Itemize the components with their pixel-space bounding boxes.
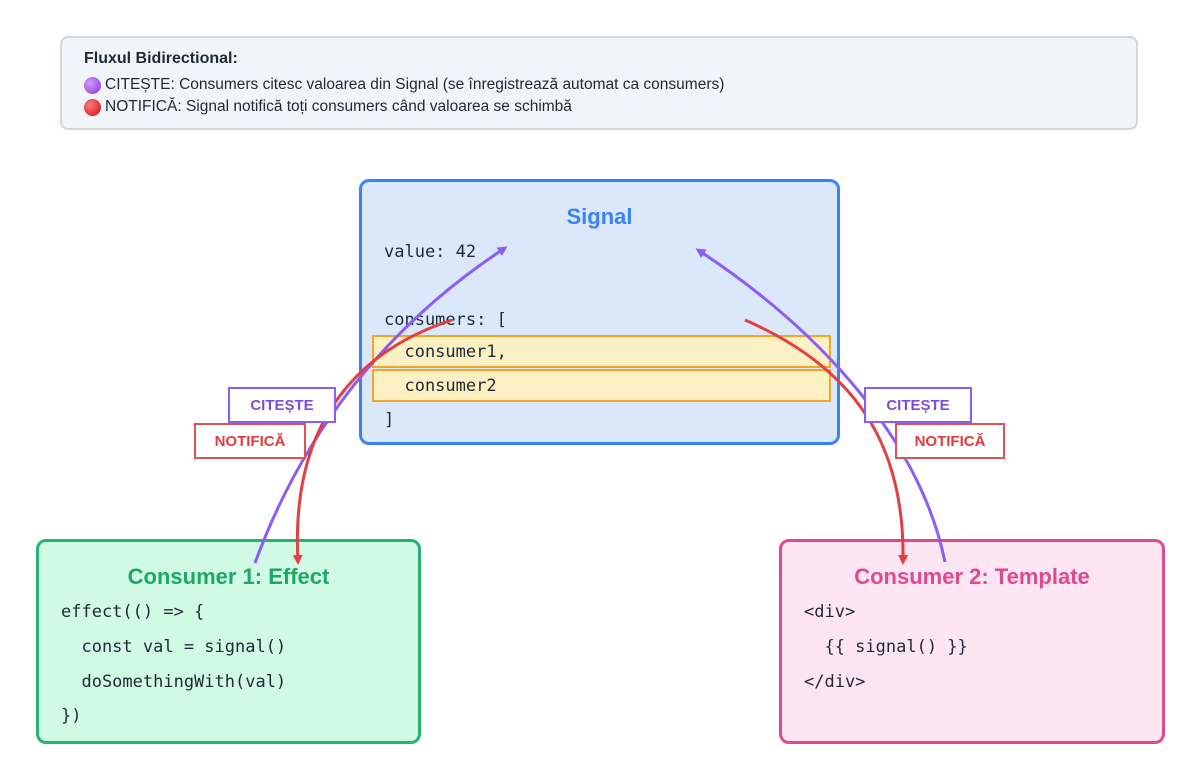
- consumer1-highlight: [372, 335, 831, 368]
- consumer1-code-line: effect(() => {: [61, 602, 205, 622]
- legend-notify-text: NOTIFICĂ: Signal notifică toți consumers…: [105, 98, 572, 115]
- legend-title: Fluxul Bidirectional:: [84, 50, 238, 67]
- signal-consumer2-entry: consumer2: [384, 376, 497, 396]
- legend-read-row: CITEȘTE: Consumers citesc valoarea din S…: [84, 74, 1114, 96]
- notify-arrow-consumer1: [292, 318, 453, 565]
- notify-label-left: NOTIFICĂ: [194, 423, 306, 459]
- consumer2-template-box: Consumer 2: Template <div> {{ signal() }…: [779, 539, 1165, 744]
- notify-arrow-consumer2: [744, 318, 909, 565]
- consumer2-title: Consumer 2: Template: [854, 564, 1090, 589]
- read-label-left: CITEȘTE: [228, 387, 336, 423]
- consumer1-code-line: doSomethingWith(val): [61, 672, 287, 692]
- signal-consumer1-entry: consumer1,: [384, 342, 507, 362]
- consumer1-title: Consumer 1: Effect: [127, 564, 330, 589]
- signal-title: Signal: [566, 204, 633, 229]
- signal-value: value: 42: [384, 242, 477, 262]
- consumer1-effect-box: Consumer 1: Effect effect(() => { const …: [36, 539, 421, 744]
- consumer2-code-line: {{ signal() }}: [804, 637, 968, 657]
- notify-label-right: NOTIFICĂ: [895, 423, 1005, 459]
- consumer2-code-line: </div>: [804, 672, 866, 692]
- read-arrow-consumer1: [253, 246, 508, 564]
- signal-box: Signal value: 42 consumers: [ consumer1,…: [359, 179, 840, 445]
- consumer1-code-line: const val = signal(): [61, 637, 287, 657]
- consumer2-highlight: [372, 369, 831, 402]
- purple-circle-icon: [84, 76, 101, 94]
- legend-read-text: CITEȘTE: Consumers citesc valoarea din S…: [105, 76, 725, 93]
- red-circle-icon: [84, 98, 101, 116]
- legend-notify-row: NOTIFICĂ: Signal notifică toți consumers…: [84, 96, 1114, 118]
- legend-panel: Fluxul Bidirectional: CITEȘTE: Consumers…: [60, 36, 1138, 130]
- signal-consumers-close: ]: [384, 410, 395, 430]
- read-label-right: CITEȘTE: [864, 387, 972, 423]
- consumer1-code-line: }): [61, 706, 82, 726]
- read-arrow-consumer2: [695, 248, 947, 563]
- consumer2-code-line: <div>: [804, 602, 856, 622]
